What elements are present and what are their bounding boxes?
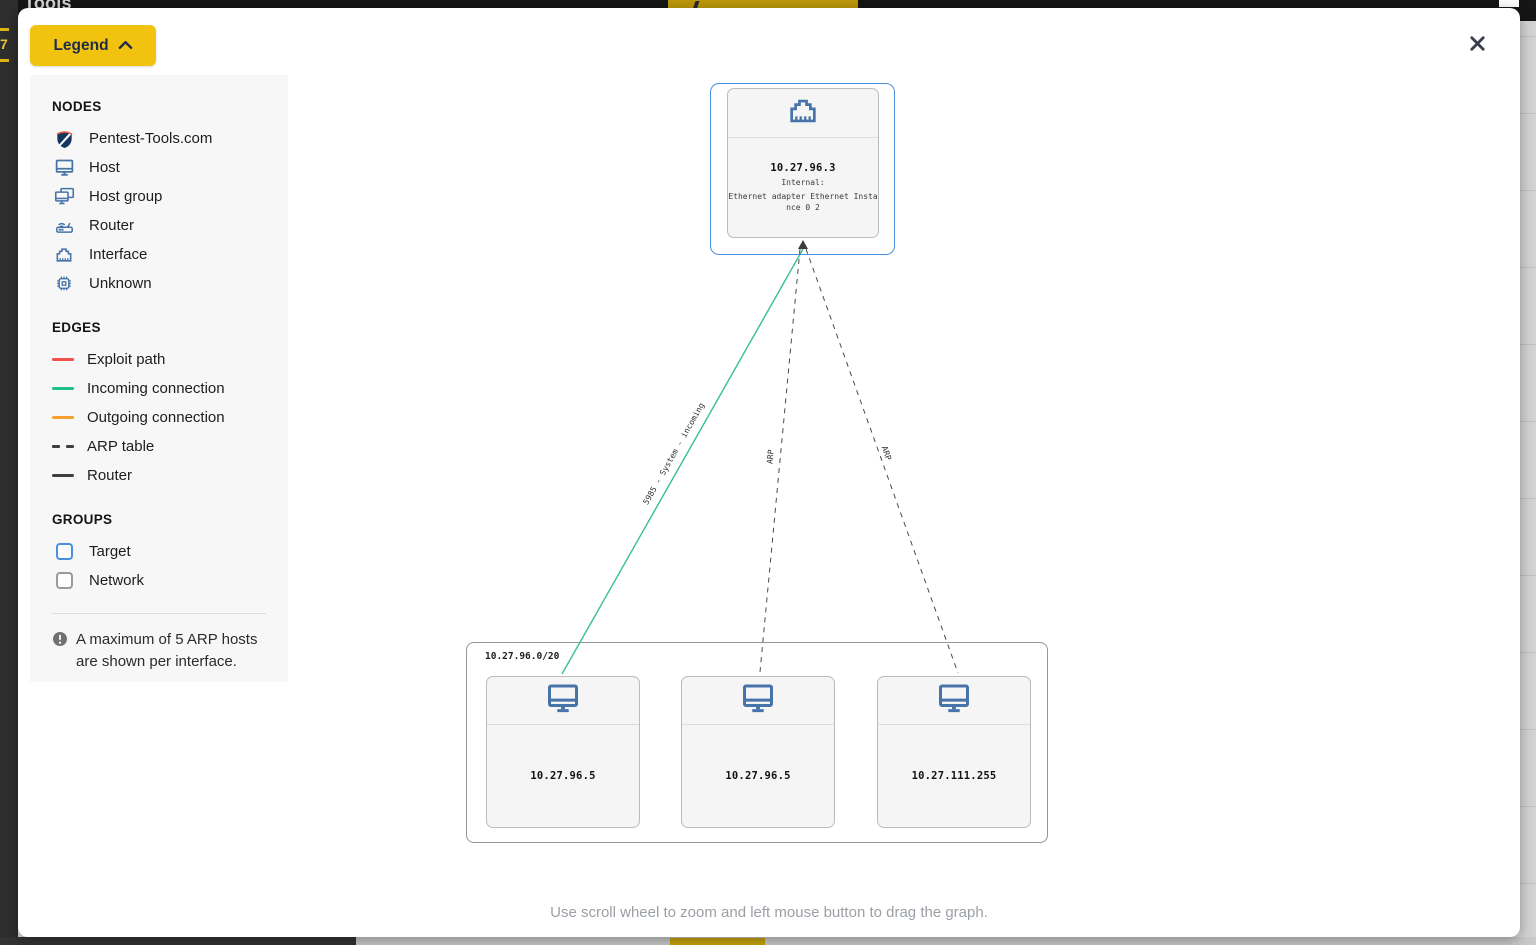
router-line-swatch [52,474,74,477]
unknown-chip-icon [52,273,76,294]
background-bottom-light [356,937,1536,945]
host-node-ip: 10.27.96.5 [725,770,791,782]
legend-item-label: Target [89,543,131,560]
host-icon [738,680,778,721]
host-node-ip: 10.27.111.255 [911,770,997,782]
sidebar-highlight-edge [0,59,9,62]
router-icon [52,215,76,236]
outgoing-connection-line-swatch [52,416,74,419]
legend-item-pentest-tools: Pentest-Tools.com [52,124,266,153]
info-icon [52,631,68,652]
legend-item-label: Unknown [89,275,152,292]
legend-button-label: Legend [53,36,109,54]
host-node-icon-section [682,677,834,725]
legend-item-target-group: Target [52,537,266,566]
interface-icon [784,94,822,133]
legend-item-interface: Interface [52,240,266,269]
network-group-swatch [52,572,76,589]
interface-node-ip: 10.27.96.3 [770,161,836,174]
host-node[interactable]: 10.27.111.255 [877,676,1031,828]
legend-note-text: A maximum of 5 ARP hosts are shown per i… [76,631,258,670]
sidebar-glyph-fragment: 7 [0,36,8,52]
chevron-up-icon [118,37,133,55]
legend-item-unknown: Unknown [52,269,266,298]
legend-item-host-group: Host group [52,182,266,211]
incoming-connection-line-swatch [52,387,74,390]
legend-item-host: Host [52,153,266,182]
close-button[interactable] [1463,32,1491,60]
background-table-rows [1520,21,1536,945]
legend-item-label: Outgoing connection [87,409,225,426]
host-node-icon-section [487,677,639,725]
legend-note: A maximum of 5 ARP hosts are shown per i… [52,629,266,673]
legend-item-label: Host [89,159,120,176]
legend-toggle-button[interactable]: Legend [30,25,156,66]
legend-item-label: Interface [89,246,148,263]
network-group-box: 10.27.96.0/20 10.27.96.5 [466,642,1048,843]
host-icon [52,157,76,178]
legend-nodes-heading: NODES [52,99,102,114]
host-node[interactable]: 10.27.96.5 [486,676,640,828]
legend-item-incoming-connection: Incoming connection [52,374,266,403]
interface-node[interactable]: 10.27.96.3 Internal: Ethernet adapter Et… [727,88,879,238]
legend-item-router-edge: Router [52,461,266,490]
background-right-edge [1520,0,1536,945]
legend-item-label: Network [89,572,145,589]
legend-item-label: Router [87,467,133,484]
host-group-icon [52,186,76,207]
arp-table-dashed-line-swatch [52,445,74,448]
exploit-path-line-swatch [52,358,74,361]
legend-item-label: Router [89,217,135,234]
target-group-swatch [52,543,76,560]
legend-item-router: Router [52,211,266,240]
pentest-tools-shield-icon [52,128,76,150]
background-sidebar: 7 [0,0,18,945]
legend-item-network-group: Network [52,566,266,595]
interface-node-detail-heading: Internal: [781,177,825,187]
legend-item-arp-table: ARP table [52,432,266,461]
background-bottom-yellow-button[interactable] [670,938,765,945]
legend-divider [52,613,266,614]
background-notch [1499,0,1519,7]
host-icon [543,680,583,721]
legend-item-exploit-path: Exploit path [52,345,266,374]
legend-item-outgoing-connection: Outgoing connection [52,403,266,432]
host-node-icon-section [878,677,1030,725]
legend-item-label: Host group [89,188,163,205]
legend-groups-heading: GROUPS [52,512,113,527]
host-node-ip: 10.27.96.5 [530,770,596,782]
legend-panel: NODES Pentest-Tools.com Host [30,75,288,682]
graph-usage-hint: Use scroll wheel to zoom and left mouse … [550,904,988,921]
close-icon [1468,34,1487,58]
legend-item-label: Exploit path [87,351,166,368]
legend-item-label: Pentest-Tools.com [89,130,213,147]
network-group-label: 10.27.96.0/20 [485,651,560,662]
sidebar-highlight-edge [0,28,9,31]
background-bottom-dark [0,937,356,945]
legend-edges-heading: EDGES [52,320,101,335]
background-yellow-button[interactable] [668,0,858,10]
legend-item-label: Incoming connection [87,380,225,397]
legend-item-label: ARP table [87,438,155,455]
interface-node-detail: Ethernet adapter Ethernet Instance 0 2 [728,191,878,212]
network-graph-modal: 5985 - System - incoming ARP ARP 10.27.9… [18,8,1520,937]
interface-node-icon-section [728,89,878,138]
interface-icon [52,245,76,265]
host-node[interactable]: 10.27.96.5 [681,676,835,828]
host-icon [934,680,974,721]
